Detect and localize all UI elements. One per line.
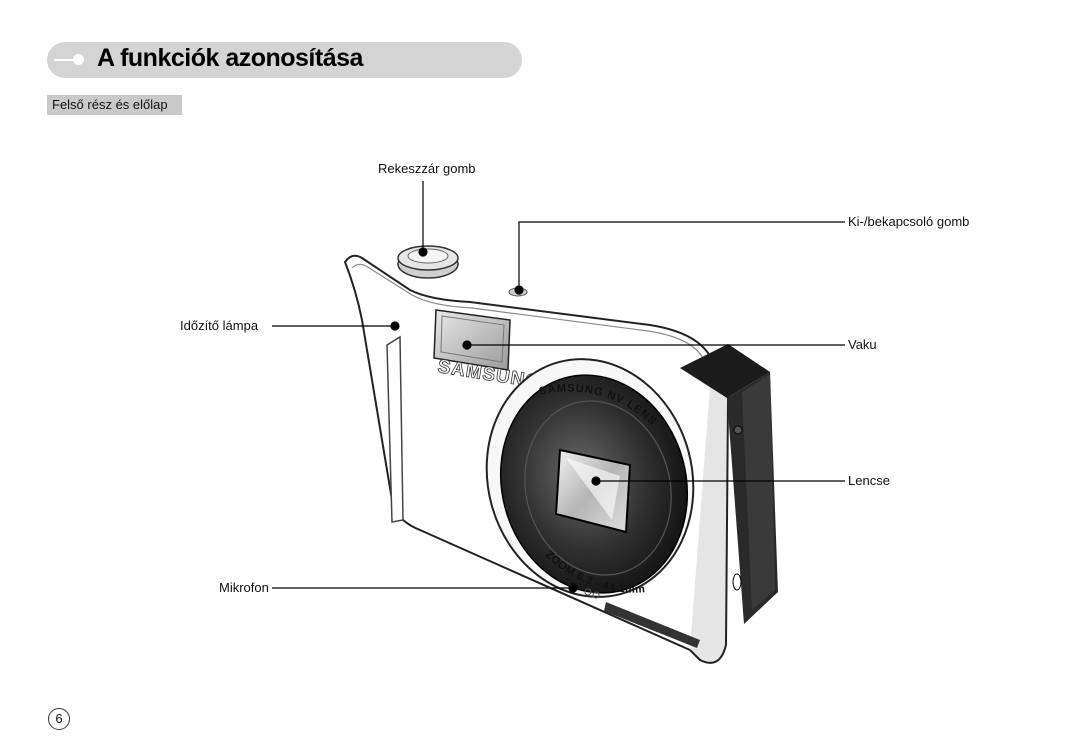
shutter-button-label: Rekeszzár gomb: [378, 161, 476, 176]
title-decoration-line: [54, 59, 84, 61]
shutter-button: [397, 245, 459, 279]
callout-lines: [272, 181, 845, 593]
camera-strap: [680, 344, 778, 624]
microphone-label: Mikrofon: [219, 580, 269, 595]
page-title: A funkciók azonosítása: [97, 44, 363, 72]
flash: [433, 309, 511, 371]
flash-label: Vaku: [848, 337, 877, 352]
microphone-holes: [584, 588, 600, 599]
power-button-label: Ki-/bekapcsoló gomb: [848, 214, 970, 229]
title-decoration-dot: [73, 54, 84, 65]
section-label-box: [47, 95, 182, 115]
timer-lamp-label: Időzítő lámpa: [180, 318, 259, 333]
section-label: Felső rész és előlap: [52, 97, 168, 112]
page-number: 6: [48, 708, 70, 730]
title-bar: [47, 42, 522, 78]
lens-label: Lencse: [848, 473, 890, 488]
